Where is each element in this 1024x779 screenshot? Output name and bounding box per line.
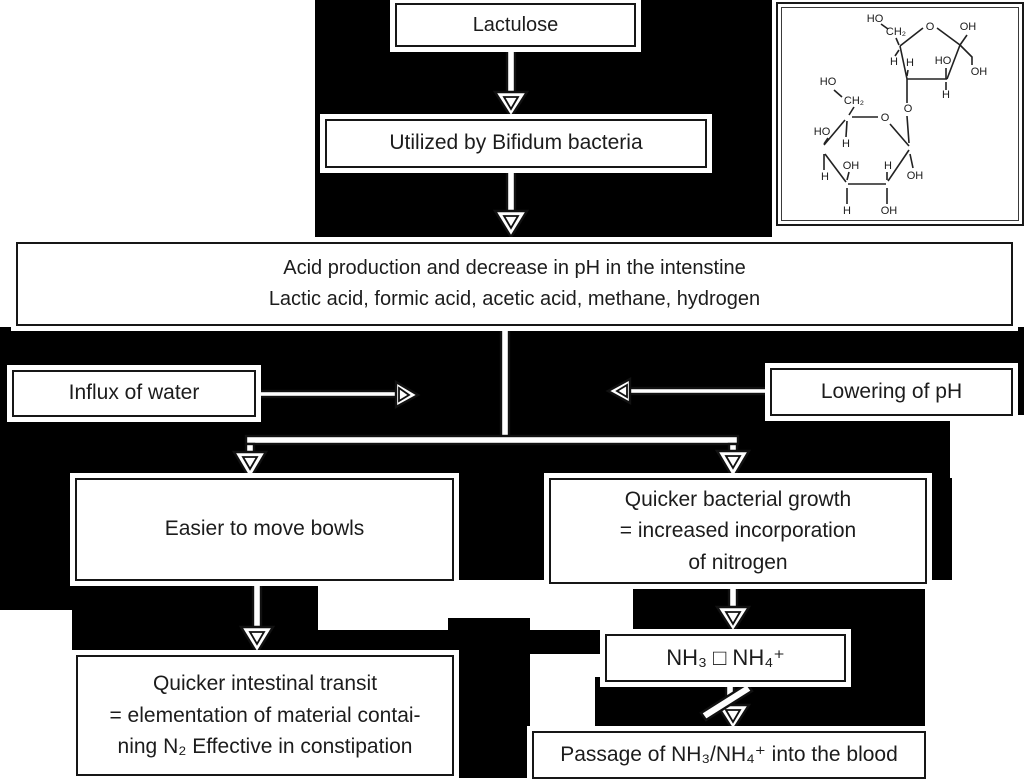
node-passage-into-blood: Passage of NH₃/NH₄⁺ into the blood [532,731,926,779]
background-patch-bottom-column [448,618,530,778]
node-lactulose: Lactulose [395,3,636,47]
background-patch-crossed-arrow [595,677,925,733]
connector-horizontal [244,434,740,446]
chem-atom-label: H [906,57,914,69]
node-easier-to-move-bowls: Easier to move bowls [75,478,454,581]
arrowhead-inner [398,386,411,403]
chem-atom-label: HO [814,126,831,138]
chem-atom-label: OH [881,205,898,217]
node-line: Quicker bacterial growth [624,487,852,511]
node-influx-of-water: Influx of water [12,370,256,417]
node-ammonia-equilibrium: NH₃ □ NH₄⁺ [605,634,846,682]
arrowhead-inner [241,456,259,471]
arrowhead-inner [502,215,520,230]
chem-atom-label: HO [820,76,837,88]
node-lowering-of-ph: Lowering of pH [770,368,1013,416]
node-utilized-by-bacteria: Utilized by Bifidum bacteria [325,119,707,168]
arrow-shaft [727,578,739,611]
node-quicker-intestinal-transit: Quicker intestinal transit = elementatio… [76,655,454,776]
chem-atom-label: OH [971,66,988,78]
background-patch-right-of-ammonia [842,633,925,679]
node-label: Lowering of pH [820,379,963,403]
chem-atom-label: H [942,89,950,101]
node-line: ning N₂ Effective in constipation [117,735,413,759]
arrow-shaft [505,162,517,214]
node-acid-production: Acid production and decrease in pH in th… [16,242,1013,326]
arrowhead-inner [724,611,742,626]
chem-atom-label: H [821,171,829,183]
chem-atom-label: O [904,103,913,115]
chem-atom-label: HO [935,55,952,67]
connector-vertical [499,320,511,440]
chem-atom-label: HO [867,13,884,25]
background-patch-below-quicker [633,580,925,633]
chem-atom-label: CH₂ [844,95,864,107]
arrowhead-inner [248,631,266,646]
arrow-shaft [505,41,517,95]
node-quicker-bacterial-growth: Quicker bacterial growth = increased inc… [549,478,927,584]
node-line: = elementation of material contai- [109,703,421,727]
arrowhead-inner [724,455,742,470]
node-label: Lactulose [472,13,559,36]
chem-atom-label: CH₂ [886,26,906,38]
arrow-shaft [626,386,772,396]
node-line: Lactic acid, formic acid, acetic acid, m… [268,288,761,310]
chem-atom-label: OH [843,160,860,172]
chem-atom-label: H [884,160,892,172]
node-line: = increased incorporation [619,519,857,543]
arrowhead-inner [615,383,628,399]
node-line: Acid production and decrease in pH in th… [283,257,746,279]
chem-atom-label: H [843,205,851,217]
arrow-shaft [251,575,263,631]
chem-atom-label: OH [960,21,977,33]
arrowhead-inner [724,709,742,724]
node-line: Quicker intestinal transit [152,672,378,696]
node-label: Utilized by Bifidum bacteria [389,131,643,155]
arrow-shaft [250,389,400,399]
arrowhead-inner [502,96,520,111]
arrow-cross-slash [699,682,754,722]
chem-atom-label: O [881,112,890,124]
node-label: Passage of NH₃/NH₄⁺ into the blood [560,742,898,766]
node-label: Influx of water [68,381,200,405]
background-patch-between-boxes [450,480,550,580]
chem-atom-label: H [890,56,898,68]
node-line: of nitrogen [688,550,788,574]
node-label: NH₃ □ NH₄⁺ [666,645,785,671]
node-label: Easier to move bowls [164,517,365,541]
chem-bonds [823,23,973,204]
chem-atom-label: O [926,21,935,33]
background-patch-right-sliver [923,478,952,580]
chem-atom-label: H [842,138,850,150]
background-patch-left-column [0,480,75,610]
chem-atom-label: OH [907,170,924,182]
